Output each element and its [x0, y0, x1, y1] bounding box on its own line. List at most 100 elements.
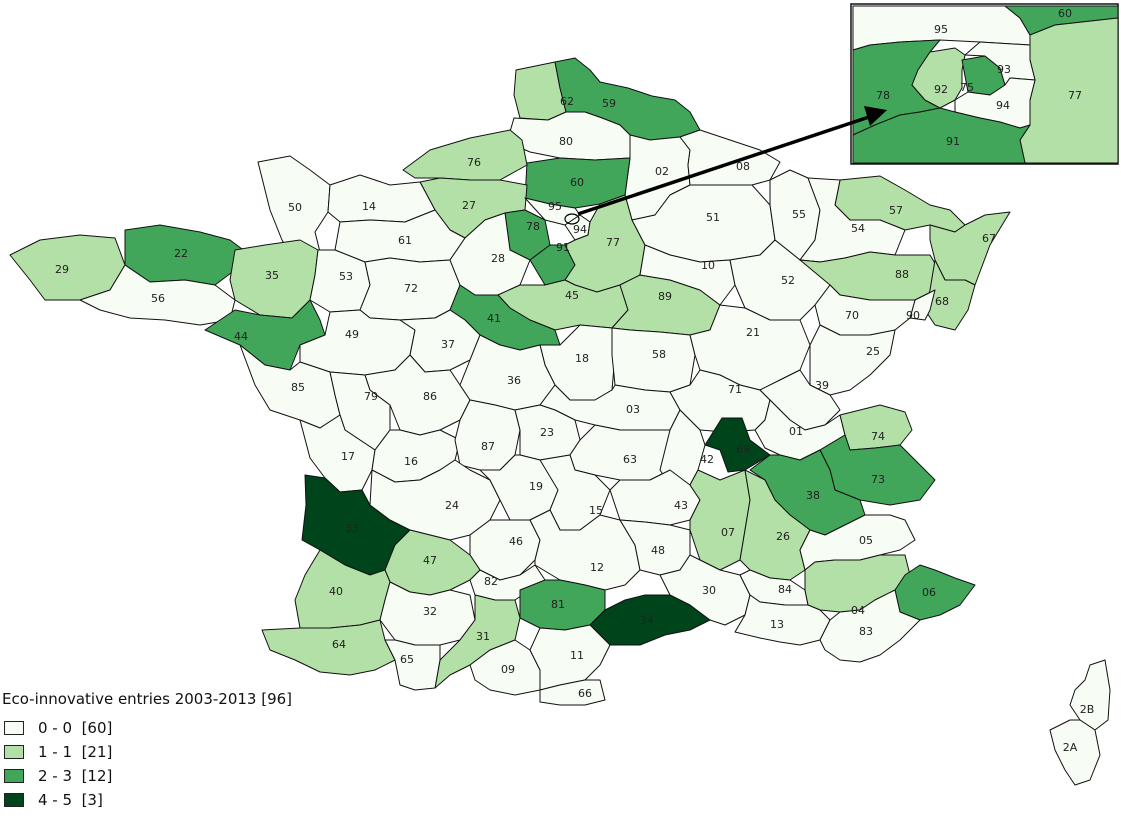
department-14: [327, 174, 436, 223]
legend-swatch: [4, 721, 24, 735]
department-label: 58: [652, 348, 666, 361]
department-label: 74: [871, 430, 885, 443]
department-label: 71: [728, 383, 742, 396]
department-label: 02: [655, 165, 669, 178]
department-label: 55: [792, 208, 806, 221]
department-83: [819, 589, 921, 663]
department-label: 70: [845, 309, 859, 322]
department-label: 07: [721, 526, 735, 539]
department-label: 89: [658, 290, 672, 303]
department-label: 46: [509, 535, 523, 548]
department-label: 32: [423, 605, 437, 618]
department-label: 27: [462, 199, 476, 212]
department-label: 19: [529, 480, 543, 493]
department-label: 29: [55, 263, 69, 276]
department-66: [539, 679, 606, 706]
department-label: 87: [481, 440, 495, 453]
department-label: 18: [575, 352, 589, 365]
department-label: 92: [934, 83, 948, 96]
department-label: 59: [602, 97, 616, 110]
inset-arrow: [564, 106, 887, 225]
department-label: 38: [806, 489, 820, 502]
department-91: [852, 107, 1031, 164]
department-label: 80: [559, 135, 573, 148]
department-label: 93: [997, 63, 1011, 76]
department-label: 50: [288, 201, 302, 214]
department-label: 43: [674, 499, 688, 512]
department-label: 94: [573, 223, 587, 236]
department-label: 08: [736, 160, 750, 173]
legend-label: 1 - 1 [21]: [38, 743, 113, 761]
legend-item: 1 - 1 [21]: [4, 742, 112, 762]
department-label: 88: [895, 268, 909, 281]
legend-title: Eco-innovative entries 2003-2013 [96]: [2, 690, 293, 708]
department-label: 81: [551, 598, 565, 611]
department-label: 06: [922, 586, 936, 599]
department-label: 45: [565, 289, 579, 302]
department-label: 95: [934, 23, 948, 36]
department-65: [384, 639, 441, 691]
department-label: 75: [960, 81, 974, 94]
department-label: 73: [871, 473, 885, 486]
department-label: 30: [702, 584, 716, 597]
department-label: 79: [364, 390, 378, 403]
legend-label: 2 - 3 [12]: [38, 767, 113, 785]
department-2A: [1049, 719, 1101, 786]
department-label: 64: [332, 638, 346, 651]
department-label: 39: [815, 379, 829, 392]
department-label: 10: [701, 259, 715, 272]
department-label: 54: [851, 222, 865, 235]
department-label: 21: [746, 326, 760, 339]
department-label: 2B: [1080, 703, 1095, 716]
department-label: 03: [626, 403, 640, 416]
department-label: 63: [623, 453, 637, 466]
department-label: 16: [404, 455, 418, 468]
department-label: 82: [484, 575, 498, 588]
department-label: 85: [291, 381, 305, 394]
department-label: 05: [859, 534, 873, 547]
department-label: 61: [398, 234, 412, 247]
legend-swatch: [4, 769, 24, 783]
department-label: 67: [982, 232, 996, 245]
department-label: 57: [889, 204, 903, 217]
legend-swatch: [4, 745, 24, 759]
department-label: 01: [789, 425, 803, 438]
department-label: 62: [560, 95, 574, 108]
department-label: 31: [476, 630, 490, 643]
department-label: 04: [851, 604, 865, 617]
department-label: 84: [778, 583, 792, 596]
department-label: 51: [706, 211, 720, 224]
department-label: 36: [507, 374, 521, 387]
department-label: 78: [876, 89, 890, 102]
department-label: 52: [781, 274, 795, 287]
department-label: 12: [590, 561, 604, 574]
department-label: 44: [234, 330, 248, 343]
legend-label: 0 - 0 [60]: [38, 719, 113, 737]
department-label: 77: [606, 236, 620, 249]
department-label: 56: [151, 292, 165, 305]
department-label: 66: [578, 687, 592, 700]
department-label: 11: [570, 649, 584, 662]
department-label: 15: [589, 504, 603, 517]
department-label: 49: [345, 328, 359, 341]
department-label: 90: [906, 309, 920, 322]
department-label: 37: [441, 338, 455, 351]
department-64: [261, 619, 396, 676]
department-label: 17: [341, 450, 355, 463]
department-label: 33: [345, 522, 359, 535]
department-label: 60: [1058, 7, 1072, 20]
department-label: 72: [404, 282, 418, 295]
department-26: [739, 469, 811, 581]
department-label: 41: [487, 312, 501, 325]
department-label: 48: [651, 544, 665, 557]
legend: Eco-innovative entries 2003-2013 [96] 0 …: [0, 690, 320, 818]
department-label: 28: [491, 252, 505, 265]
department-label: 47: [423, 554, 437, 567]
legend-item: 4 - 5 [3]: [4, 790, 103, 810]
department-label: 86: [423, 390, 437, 403]
department-label: 95: [548, 200, 562, 213]
department-label: 2A: [1063, 741, 1078, 754]
department-11: [529, 624, 611, 691]
